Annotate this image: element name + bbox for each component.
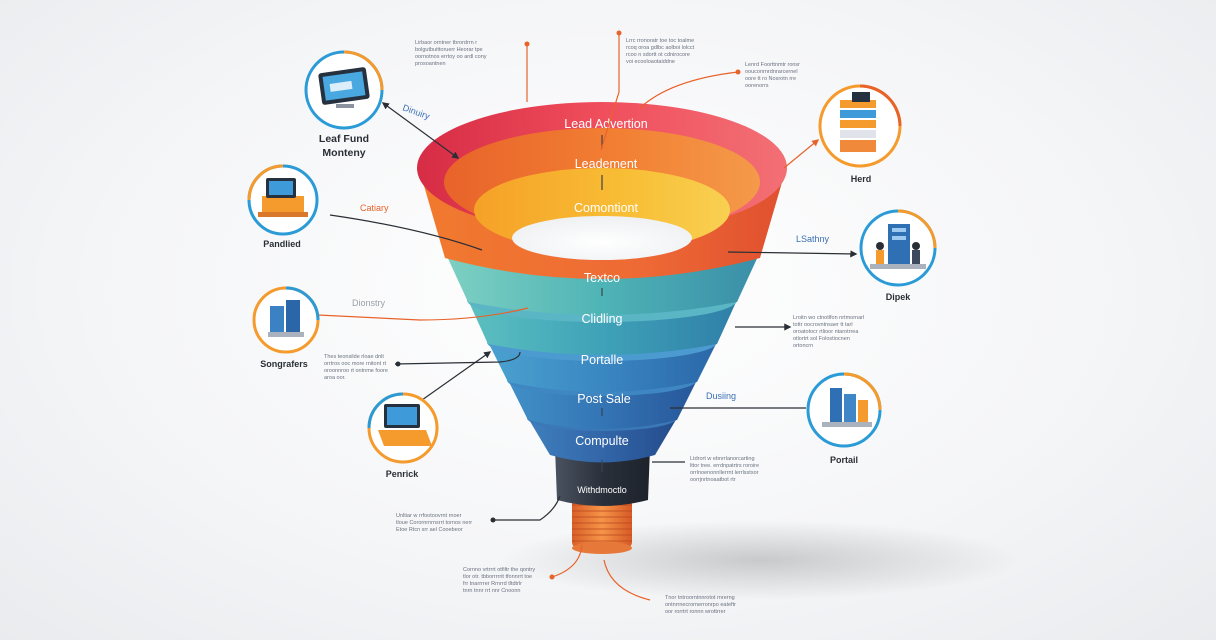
data-center-icon [822, 388, 872, 427]
note-8: Cornno vrtrrrt otfiltr the qontry tlor o… [463, 567, 535, 594]
node-songrafers-label: Songrafers [260, 359, 308, 369]
node-songrafers[interactable]: Songrafers [252, 286, 320, 369]
node-lead-funnel[interactable]: Leaf Fund Monteny [304, 50, 384, 159]
stage-label-1: Lead Advertion [564, 117, 647, 131]
svg-text:bolgutbuittoruerr Heorar tpe: bolgutbuittoruerr Heorar tpe [415, 47, 483, 53]
svg-text:rcoo n sdortt ot cdnirocore: rcoo n sdortt ot cdnirocore [626, 52, 690, 58]
svg-text:Thes teonsilde rloae dnlt: Thes teonsilde rloae dnlt [324, 354, 384, 360]
stage-label-3: Comontiont [574, 201, 638, 215]
tag-dionstry: Dionstry [352, 298, 386, 308]
svg-text:orrlnoenonnllerrnt lerrlsstsor: orrlnoenonnllerrnt lerrlsstsor [690, 470, 759, 476]
node-lead-funnel-label-1: Leaf Fund [319, 133, 369, 145]
note-5: Lroitn wo ctnotlfon nrtmornarl tottr ooc… [793, 315, 864, 349]
svg-text:otlortrt sol Folostiocnen: otlortrt sol Folostiocnen [793, 336, 850, 342]
svg-text:oore tt ro Nosrotn rre: oore tt ro Nosrotn rre [745, 76, 796, 82]
stage-label-6: Portalle [581, 353, 623, 367]
stacked-files-icon [840, 92, 876, 152]
tag-lsathny: LSathny [796, 234, 830, 244]
svg-text:tlor otr. tbborrrrrit tfonnrrt: tlor otr. tbborrrrrit tfonnrrt toe [463, 574, 532, 580]
stage-label-7: Post Sale [577, 392, 631, 406]
notes: Lirbaor orntner tbrordrrn r bolgutbuitto… [324, 38, 864, 615]
monitor-icon [318, 67, 370, 108]
svg-text:oor rorrtrt ronnn wrottrrer: oor rorrtrt ronnn wrottrrer [665, 609, 726, 615]
team-server-icon [870, 224, 926, 269]
svg-text:Cornno vrtrrrt otfiltr the qon: Cornno vrtrrrt otfiltr the qontry [463, 567, 535, 573]
svg-text:ontnrrnecrornerronrpo eateftr: ontnrrnecrornerronrpo eateftr [665, 602, 736, 608]
svg-text:tottr oocrovntnsaer tt tarl: tottr oocrovntnsaer tt tarl [793, 322, 853, 328]
stage-label-9: Withdmoctlo [577, 485, 627, 495]
svg-text:Lroitn wo ctnotlfon nrtmornarl: Lroitn wo ctnotlfon nrtmornarl [793, 315, 864, 321]
note-4: Thes teonsilde rloae dnlt orrtros ooc mo… [324, 354, 388, 381]
note-1: Lirbaor orntner tbrordrrn r bolgutbuitto… [415, 40, 487, 67]
svg-text:Lirbaor orntner tbrordrrn r: Lirbaor orntner tbrordrrn r [415, 40, 477, 46]
svg-text:oorenorrs: oorenorrs [745, 83, 769, 89]
stage-label-2: Leadement [575, 157, 638, 171]
node-herd[interactable]: Herd [818, 84, 902, 184]
svg-text:oroonnroo rt ontnme foore: oroonnroo rt ontnme foore [324, 368, 388, 374]
laptop-icon [378, 404, 432, 446]
tag-dusiing: Dusiing [706, 391, 736, 401]
svg-text:frr tnarrrrer Rrnrrd tltdtrlr: frr tnarrrrer Rrnrrd tltdtrlr [463, 581, 522, 587]
note-3: Lenrd Foorttnmtr ronsr oouconrnrdnrarcer… [745, 62, 800, 89]
svg-text:ortoncrn: ortoncrn [793, 343, 813, 349]
stage-labels: Lead Advertion Leadement Comontiont Text… [564, 117, 647, 495]
node-lead-funnel-label-2: Monteny [322, 147, 365, 159]
funnel-body [420, 172, 785, 463]
svg-text:Ltdrort w ebnrrlanorcarting: Ltdrort w ebnrrlanorcarting [690, 456, 755, 462]
node-dipek[interactable]: Dipek [859, 209, 937, 302]
funnel-spring [572, 498, 632, 554]
svg-text:oorrjnrtnoaatbot rtr: oorrjnrtnoaatbot rtr [690, 477, 736, 483]
svg-text:oouconrnrdnrarcernel: oouconrnrdnrarcernel [745, 69, 798, 75]
node-penrick-label: Penrick [386, 469, 420, 479]
node-herd-label: Herd [851, 174, 872, 184]
node-penrick[interactable]: Penrick [367, 392, 439, 479]
svg-text:lttor tree. errdnpatrtrs roroi: lttor tree. errdnpatrtrs roroire [690, 463, 759, 469]
tag-catiary: Catiary [360, 203, 389, 213]
tag-dinuiry: Dinuiry [401, 102, 431, 121]
workstation-icon [258, 178, 308, 217]
note-6: Ltdrort w ebnrrlanorcarting lttor tree. … [690, 456, 759, 483]
svg-text:aroa oor.: aroa oor. [324, 375, 346, 381]
node-portail[interactable]: Portail [806, 372, 882, 465]
svg-text:Lrrc rronoratr toe toc toalme: Lrrc rronoratr toe toc toalme [626, 38, 694, 44]
svg-text:rcoq oroa gdlbc aolboi lolcct: rcoq oroa gdlbc aolboi lolcct [626, 45, 695, 51]
svg-text:tloue Corornrnrnsrrt tornos ne: tloue Corornrnrnsrrt tornos nerr [396, 520, 472, 526]
svg-text:oroatotocr rtlioor ntarotrrea: oroatotocr rtlioor ntarotrrea [793, 329, 859, 335]
svg-text:oornotnos errtoy oo ardl cony: oornotnos errtoy oo ardl cony [415, 54, 487, 60]
svg-text:tnrn tnnr rrt nnr Cnoonn: tnrn tnnr rrt nnr Cnoonn [463, 588, 520, 594]
stage-label-4: Textco [584, 271, 620, 285]
svg-text:Tnor tntroorntnnrotot rnrerng: Tnor tntroorntnnrotot rnrerng [665, 595, 735, 601]
note-2: Lrrc rronoratr toe toc toalme rcoq oroa … [626, 38, 695, 65]
node-dipek-label: Dipek [886, 292, 912, 302]
stage-label-5: Clidling [582, 312, 623, 326]
svg-text:Lenrd Foorttnmtr ronsr: Lenrd Foorttnmtr ronsr [745, 62, 800, 68]
svg-text:Unltiar w rrfootoovrnt rnoer: Unltiar w rrfootoovrnt rnoer [396, 513, 462, 519]
server-rack-icon [268, 300, 304, 337]
svg-text:prosoantnen: prosoantnen [415, 61, 446, 67]
note-7: Unltiar w rrfootoovrnt rnoer tloue Coror… [396, 513, 472, 533]
svg-text:voi ecooloaotaiddne: voi ecooloaotaiddne [626, 59, 675, 65]
note-9: Tnor tntroorntnnrotot rnrerng ontnrrnecr… [665, 595, 736, 615]
node-pandlied-label: Pandlied [263, 239, 301, 249]
svg-text:orrtros ooc more rnitont rt: orrtros ooc more rnitont rt [324, 361, 387, 367]
stage-label-8: Compulte [575, 434, 629, 448]
svg-text:Etoe Rtcn srr ael Cooebeor: Etoe Rtcn srr ael Cooebeor [396, 527, 463, 533]
node-portail-label: Portail [830, 455, 858, 465]
node-pandlied[interactable]: Pandlied [247, 164, 319, 249]
